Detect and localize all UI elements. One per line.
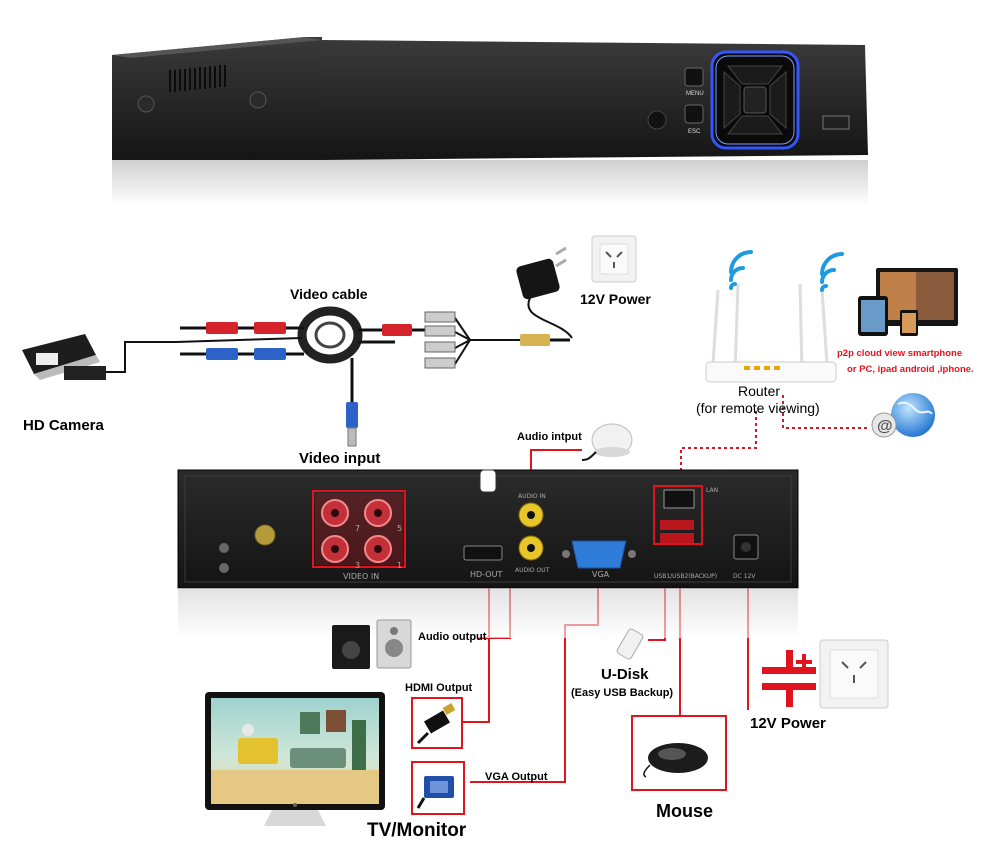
- ir-sensor: [647, 110, 667, 130]
- wall-socket-bottom: [819, 639, 889, 709]
- audio-in-port-label: AUDIO IN: [518, 493, 546, 500]
- dc-port-label: DC 12V: [733, 573, 756, 580]
- hdmi-output-label: HDMI Output: [405, 682, 473, 694]
- channel-label-7: 7: [355, 524, 360, 533]
- wifi-icon-right: [820, 252, 844, 292]
- dvr-front-unit: MENU ESC: [112, 37, 868, 205]
- audio-output-label: Audio output: [418, 631, 487, 643]
- remote-devices: [858, 268, 958, 336]
- dc-polarity-icon: [762, 650, 816, 707]
- p2p-label-line1: p2p cloud view smartphone: [837, 348, 962, 359]
- dvr-rear-panel: 7 5 3 1 VIDEO IN HD-OUT AUDIO IN AUDIO O…: [177, 469, 799, 638]
- usb-port-2: [660, 533, 694, 543]
- video-in-bnc-ports: [312, 490, 406, 568]
- tv-monitor: [205, 692, 385, 826]
- menu-button-label: MENU: [686, 91, 704, 97]
- hdmi-port: [463, 545, 503, 561]
- menu-button: [684, 67, 704, 87]
- video-input-label: Video input: [299, 450, 380, 467]
- usb-port-1: [660, 520, 694, 530]
- audio-out-port-label: AUDIO OUT: [515, 567, 550, 574]
- svg-text:@: @: [877, 418, 893, 435]
- channel-label-3: 3: [355, 561, 360, 570]
- vent-slots: [169, 65, 226, 92]
- video-cable: [175, 306, 570, 447]
- vga-cable: [411, 761, 465, 815]
- vga-output-label: VGA Output: [485, 771, 548, 783]
- video-cable-label: Video cable: [290, 286, 368, 302]
- router-label: Router: [738, 383, 780, 399]
- tv-monitor-label: TV/Monitor: [367, 820, 467, 841]
- navigation-dpad: [710, 50, 800, 150]
- hd-camera-label: HD Camera: [23, 417, 105, 434]
- power-bottom-label: 12V Power: [750, 715, 826, 732]
- usb-front-port: [822, 115, 850, 130]
- hdmi-cable: [411, 697, 463, 749]
- speakers: [332, 619, 412, 669]
- vga-port: [562, 540, 636, 569]
- channel-label-5: 5: [397, 524, 402, 533]
- video-in-port-label: VIDEO IN: [343, 572, 379, 581]
- hd-out-port-label: HD-OUT: [470, 570, 502, 579]
- mouse: [631, 715, 727, 791]
- usb-flash-drive: [616, 628, 644, 660]
- udisk-backup-label: (Easy USB Backup): [571, 687, 673, 699]
- p2p-label-line2: or PC, ipad android ,iphone.: [847, 364, 974, 375]
- wifi-icon-left: [729, 250, 753, 290]
- esc-button-label: ESC: [688, 129, 701, 135]
- wall-socket-top: [591, 235, 637, 283]
- usb-port-label: USB1/USB2(BACKUP): [654, 573, 717, 580]
- internet-globe-icon: @: [871, 393, 935, 438]
- power-top-label: 12V Power: [580, 291, 651, 307]
- audio-input-microphone: [581, 423, 633, 461]
- mouse-label: Mouse: [656, 801, 713, 821]
- audio-input-label: Audio intput: [517, 431, 582, 443]
- lan-port-label: LAN: [706, 487, 718, 494]
- udisk-label: U-Disk: [601, 666, 649, 683]
- lan-port: [663, 489, 695, 509]
- hd-camera: [22, 334, 176, 380]
- vga-port-label: VGA: [592, 570, 610, 579]
- esc-button: [684, 104, 704, 124]
- power-adapter: [516, 246, 573, 339]
- channel-label-1: 1: [397, 561, 402, 570]
- router-remote-label: (for remote viewing): [696, 400, 820, 416]
- router: [705, 283, 837, 383]
